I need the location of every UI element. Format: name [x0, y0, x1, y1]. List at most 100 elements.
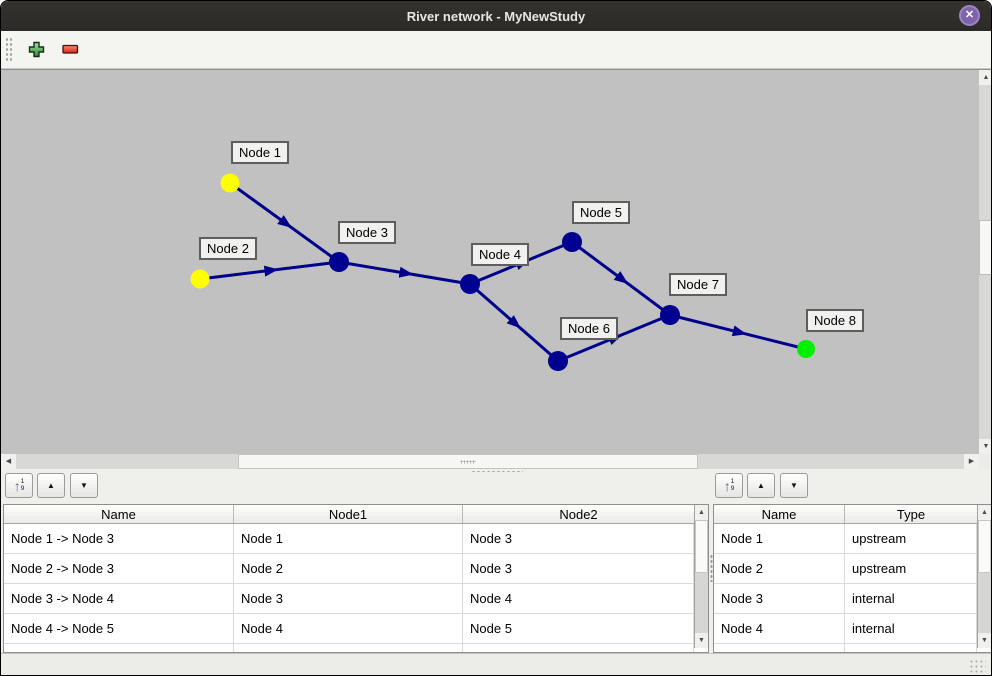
table-cell[interactable]: upstream [845, 524, 977, 553]
table-cell[interactable]: Node 3 [463, 524, 694, 553]
table-cell[interactable]: internal [845, 584, 977, 613]
table-cell[interactable]: Node 4 -> Node 5 [4, 614, 234, 643]
node-label[interactable]: Node 6 [560, 317, 618, 340]
scroll-down-button[interactable]: ▼ [979, 439, 991, 454]
window-title: River network - MyNewStudy [406, 8, 586, 24]
scroll-track[interactable] [978, 573, 991, 633]
add-button[interactable] [23, 37, 49, 63]
column-header[interactable]: Name [4, 505, 234, 523]
up-triangle-icon: ▲ [47, 480, 55, 490]
horizontal-splitter-handle[interactable] [471, 470, 523, 474]
network-node[interactable] [329, 252, 349, 272]
vertical-scroll-track[interactable] [979, 85, 991, 439]
table-cell[interactable]: Node 5 [463, 614, 694, 643]
column-header[interactable]: Node2 [559, 506, 598, 522]
scroll-down-button[interactable]: ▼ [695, 633, 708, 648]
table-cell[interactable]: Node 4 [234, 614, 463, 643]
table-cell[interactable]: Node 1 -> Node 3 [4, 524, 234, 553]
table-cell[interactable]: Node 1 [234, 524, 463, 553]
scroll-thumb[interactable] [695, 520, 708, 573]
scroll-up-button[interactable]: ▲ [978, 505, 991, 520]
node-label[interactable]: Node 3 [338, 221, 396, 244]
scroll-left-button[interactable]: ◀ [1, 454, 16, 469]
table-cell[interactable]: Node 3 -> Node 4 [4, 584, 234, 613]
table-cell[interactable]: upstream [845, 554, 977, 583]
scroll-up-button[interactable]: ▲ [979, 70, 991, 85]
node-label[interactable]: Node 5 [572, 201, 630, 224]
table-cell[interactable]: Node 3 [234, 584, 463, 613]
network-node[interactable] [548, 351, 568, 371]
scroll-right-icon: ▶ [968, 458, 975, 465]
network-node[interactable] [660, 305, 680, 325]
table-cell[interactable]: Node 2 [714, 554, 845, 583]
scroll-up-button[interactable]: ▲ [695, 505, 708, 520]
down-triangle-icon: ▼ [790, 480, 798, 490]
status-bar [1, 653, 991, 675]
vertical-scroll-thumb[interactable] [979, 220, 991, 275]
table-cell[interactable]: Node 2 [234, 554, 463, 583]
column-header[interactable]: Node1 [234, 505, 463, 523]
table-cell[interactable]: Node 3 [463, 554, 694, 583]
table-cell[interactable]: internal [845, 614, 977, 643]
empty-row [4, 644, 694, 652]
scrollbar-corner [979, 454, 991, 469]
horizontal-scroll-thumb[interactable] [238, 454, 698, 469]
column-header[interactable]: Name [714, 505, 845, 523]
network-node[interactable] [797, 340, 815, 358]
horizontal-scroll-track[interactable] [16, 454, 964, 469]
node-label[interactable]: Node 4 [471, 243, 529, 266]
network-node[interactable] [562, 232, 582, 252]
nodes-table-scrollbar[interactable]: ▲ ▼ [977, 505, 991, 648]
scroll-right-button[interactable]: ▶ [964, 454, 979, 469]
link-arrow-icon [398, 266, 414, 278]
node-label[interactable]: Node 2 [199, 237, 257, 260]
canvas-vertical-scrollbar[interactable]: ▲ ▼ [979, 69, 991, 454]
link-move-up-button[interactable]: ▲ [37, 473, 65, 498]
empty-cell [463, 644, 694, 652]
table-splitter-handle[interactable] [710, 554, 714, 582]
plus-icon [28, 41, 44, 58]
scroll-up-icon: ▲ [698, 509, 705, 516]
node-label[interactable]: Node 7 [669, 273, 727, 296]
toolbar-drag-handle[interactable] [5, 36, 13, 63]
remove-button[interactable] [57, 37, 83, 63]
network-node[interactable] [220, 173, 240, 193]
table-cell[interactable]: Node 4 [463, 584, 694, 613]
scroll-down-button[interactable]: ▼ [978, 633, 991, 648]
link-move-down-button[interactable]: ▼ [70, 473, 98, 498]
network-node[interactable] [190, 269, 210, 289]
scroll-left-icon: ◀ [5, 458, 12, 465]
table-cell[interactable]: Node 3 [714, 584, 845, 613]
table-cell[interactable]: Node 4 [714, 614, 845, 643]
column-header[interactable]: Type [896, 506, 926, 522]
table-cell[interactable]: Node 1 [714, 524, 845, 553]
node-move-down-button[interactable]: ▼ [780, 473, 808, 498]
node-label[interactable]: Node 1 [231, 141, 289, 164]
canvas-horizontal-scrollbar[interactable]: ◀ ▶ [1, 454, 979, 469]
link-arrow-icon [506, 315, 521, 329]
table-cell[interactable]: Node 2 -> Node 3 [4, 554, 234, 583]
node-move-up-button[interactable]: ▲ [747, 473, 775, 498]
link-arrow-icon [277, 215, 292, 228]
empty-cell [234, 644, 463, 652]
links-table-scrollbar[interactable]: ▲ ▼ [694, 505, 708, 648]
close-button[interactable]: ✕ [959, 5, 980, 26]
scroll-track[interactable] [695, 573, 708, 633]
node-label[interactable]: Node 8 [806, 309, 864, 332]
network-canvas[interactable]: Node 1 Node 2 Node 3 Node 4 Node 5 Node 6 Node… [1, 69, 979, 454]
network-node[interactable] [460, 274, 480, 294]
resize-grip[interactable] [969, 659, 986, 673]
scroll-thumb[interactable] [978, 520, 991, 573]
empty-row [714, 644, 977, 652]
